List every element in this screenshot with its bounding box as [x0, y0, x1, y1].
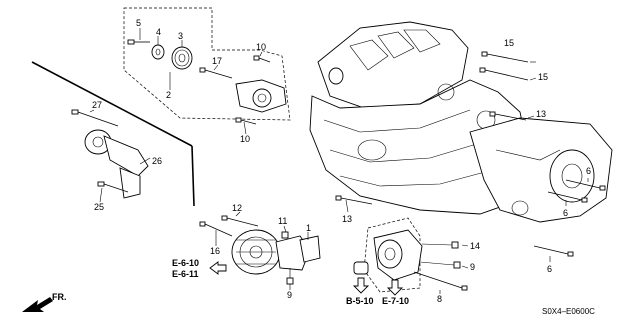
front-direction-label: FR. — [52, 292, 67, 302]
callout-2: 2 — [166, 90, 171, 100]
ref-arrow-e-7-10 — [386, 279, 404, 296]
callout-10-lower: 10 — [240, 134, 250, 144]
callout-27: 26 — [152, 156, 162, 166]
callout-9: 9 — [470, 262, 475, 272]
bracket-assembly-group — [123, 7, 291, 125]
reference-labels: E-6-10 E-6-11 B-5-10 E-7-10 — [172, 258, 409, 306]
nut-9 — [419, 261, 461, 269]
starter-group — [353, 217, 468, 293]
bolt-13-upper — [489, 111, 527, 121]
callout-12: 12 — [232, 203, 242, 213]
callout-13-lower: 13 — [342, 214, 352, 224]
callout-3: 3 — [178, 31, 183, 41]
front-direction-arrow — [22, 297, 53, 312]
callout-7: 8 — [437, 294, 442, 304]
bolt-6-b — [547, 191, 588, 203]
tensioner-bracket — [235, 79, 287, 113]
callout-16: 16 — [210, 246, 220, 256]
callout-15-upper: 15 — [504, 38, 514, 48]
bolt-6-a — [565, 179, 606, 191]
callout-4: 4 — [156, 27, 161, 37]
ref-b-5-10: B-5-10 — [346, 296, 374, 306]
bolt-15-upper — [481, 51, 529, 63]
callout-15-lower: 15 — [538, 72, 548, 82]
ref-arrow-b-5-10 — [352, 277, 370, 294]
callout-6-b: 6 — [563, 208, 568, 218]
nut-8 — [286, 268, 294, 285]
callout-17: 17 — [212, 56, 222, 66]
bolt-12 — [221, 215, 259, 227]
nut-11 — [281, 231, 289, 239]
bolt-16 — [199, 221, 233, 237]
nut-14 — [421, 241, 459, 249]
callout-10-upper: 10 — [256, 42, 266, 52]
bolt-26 — [71, 109, 119, 127]
callout-1: 1 — [306, 223, 311, 233]
callout-26: 27 — [92, 100, 102, 110]
ref-arrow-e-6-10 — [209, 261, 227, 275]
callout-8: 9 — [287, 290, 292, 300]
ref-e-7-10: E-7-10 — [382, 296, 409, 306]
callout-14: 14 — [470, 241, 480, 251]
belt-guide-line — [31, 61, 193, 147]
bolt-25 — [97, 181, 129, 193]
callout-13-upper: 13 — [536, 109, 546, 119]
bolt-15-lower — [479, 67, 529, 81]
auto-tensioner-group — [71, 109, 149, 199]
washer-4 — [151, 44, 165, 60]
bolt-17 — [199, 67, 233, 79]
callout-6-a: 6 — [586, 166, 591, 176]
bolt-13-lower — [335, 195, 373, 205]
bolt-5 — [127, 39, 150, 45]
alternator-group — [199, 215, 321, 285]
idler-pulley-3 — [171, 46, 193, 70]
bolt-6-c — [533, 245, 574, 257]
bolt-7 — [413, 271, 468, 291]
callout-25: 25 — [94, 202, 104, 212]
callout-11: 11 — [278, 216, 287, 226]
ref-e-6-10: E-6-10 — [172, 258, 199, 268]
engine-assembly — [309, 21, 613, 223]
ref-e-6-11: E-6-11 — [172, 269, 199, 279]
bracket-1 — [299, 235, 321, 263]
bolt-10-lower — [235, 117, 257, 125]
bolt-10-upper — [253, 55, 271, 63]
callout-6-c: 6 — [547, 264, 552, 274]
callout-5: 5 — [136, 18, 141, 28]
figure-code: S0X4–E0600C — [542, 307, 595, 316]
callout-labels: 5 4 3 2 17 10 10 27 26 25 12 16 11 1 9 1… — [92, 18, 591, 304]
